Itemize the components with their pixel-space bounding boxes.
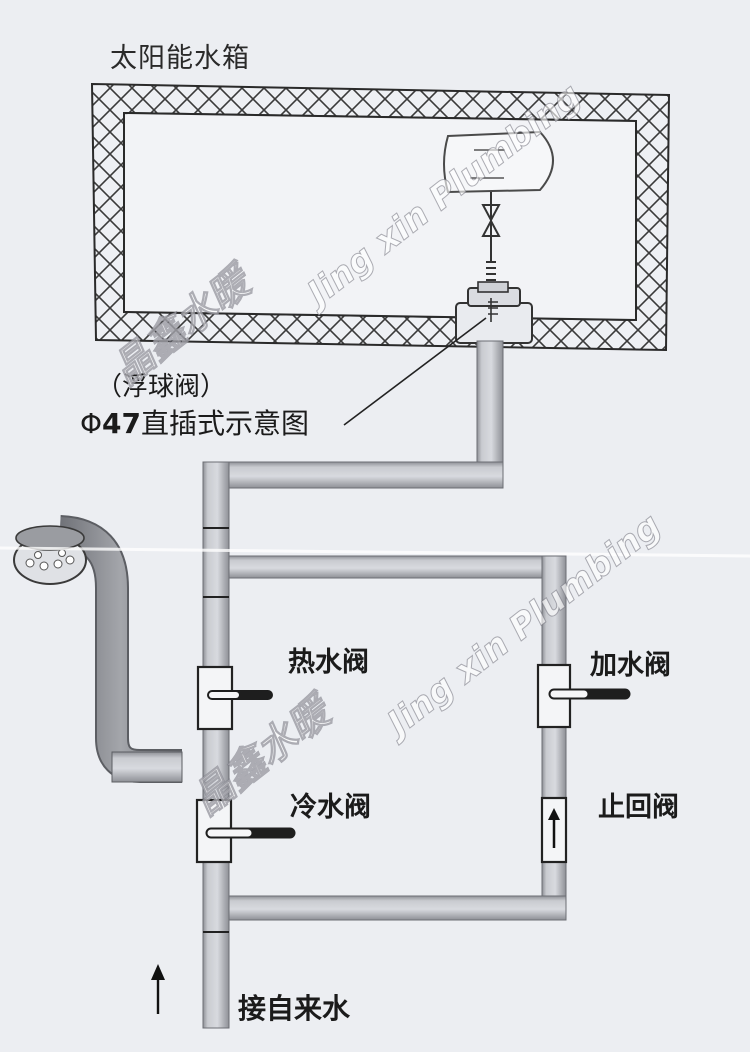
main-supply-pipe xyxy=(202,340,504,1029)
add-water-valve-icon xyxy=(536,663,631,729)
diameter-symbol: Φ xyxy=(80,407,103,440)
paper-crease xyxy=(0,546,750,558)
hot-water-valve-icon xyxy=(196,665,273,731)
tank-title: 太阳能水箱 xyxy=(110,43,250,74)
check-valve-icon xyxy=(540,796,568,864)
add-water-valve-label: 加水阀 xyxy=(590,650,671,681)
inlet-flow-arrow-icon xyxy=(151,964,165,1014)
cold-water-valve-icon xyxy=(195,798,296,864)
check-valve-label: 止回阀 xyxy=(598,792,679,823)
inlet-label: 接自来水 xyxy=(238,992,351,1025)
cold-valve-label: 冷水阀 xyxy=(290,792,371,823)
float-ball-icon xyxy=(443,130,554,281)
insert-type-text: 直插式示意图 xyxy=(141,407,310,440)
float-valve-label: （浮球阀） xyxy=(96,372,227,402)
hot-valve-label: 热水阀 xyxy=(288,647,369,678)
insert-type-label: Φ47直插式示意图 xyxy=(80,402,309,442)
diameter-value: 47 xyxy=(102,407,142,440)
float-valve-leader-line xyxy=(343,317,487,426)
float-valve-body-icon xyxy=(455,281,533,344)
shower-head-icon xyxy=(13,515,183,783)
